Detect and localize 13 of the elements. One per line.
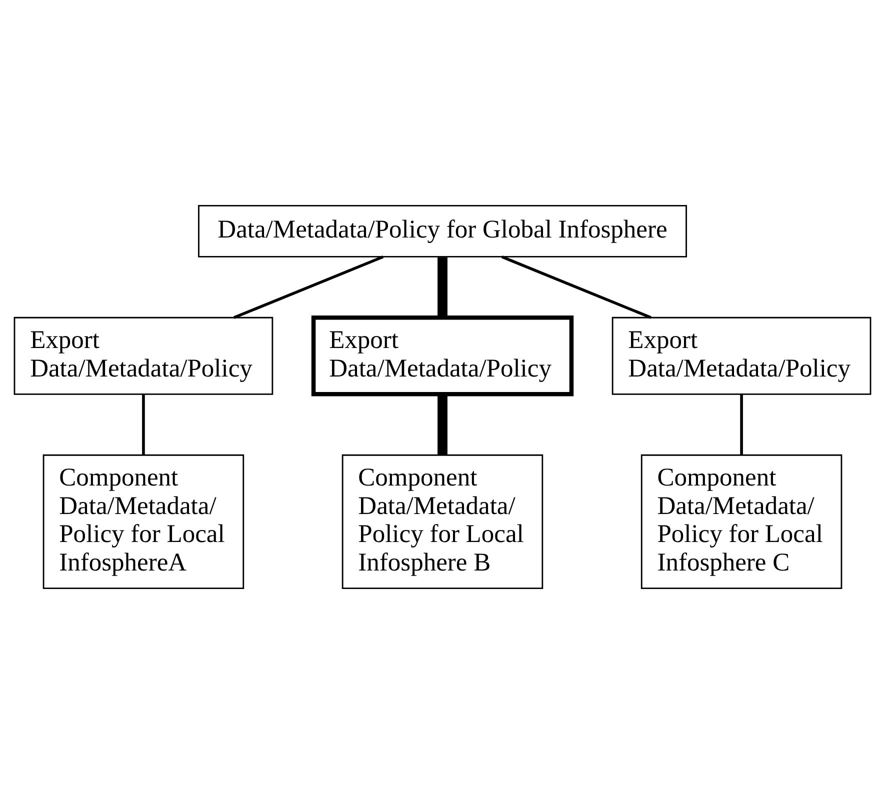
connector (501, 255, 652, 318)
node-box: Component Data/Metadata/ Policy for Local Infosphere C (640, 454, 842, 589)
connector (438, 394, 448, 454)
connector (438, 256, 448, 317)
connector (142, 394, 145, 454)
node-box: Export Data/Metadata/Policy (14, 316, 274, 394)
node-box: Component Data/Metadata/ Policy for Local InfosphereA (42, 454, 244, 589)
node-box: Component Data/Metadata/ Policy for Local Infosphere B (342, 454, 544, 589)
node-box: Export Data/Metadata/Policy (311, 315, 574, 396)
node-box: Export Data/Metadata/Policy (612, 316, 872, 394)
node-box: Data/Metadata/Policy for Global Infosphere (198, 204, 687, 257)
connector (233, 255, 384, 318)
connector (740, 394, 743, 454)
